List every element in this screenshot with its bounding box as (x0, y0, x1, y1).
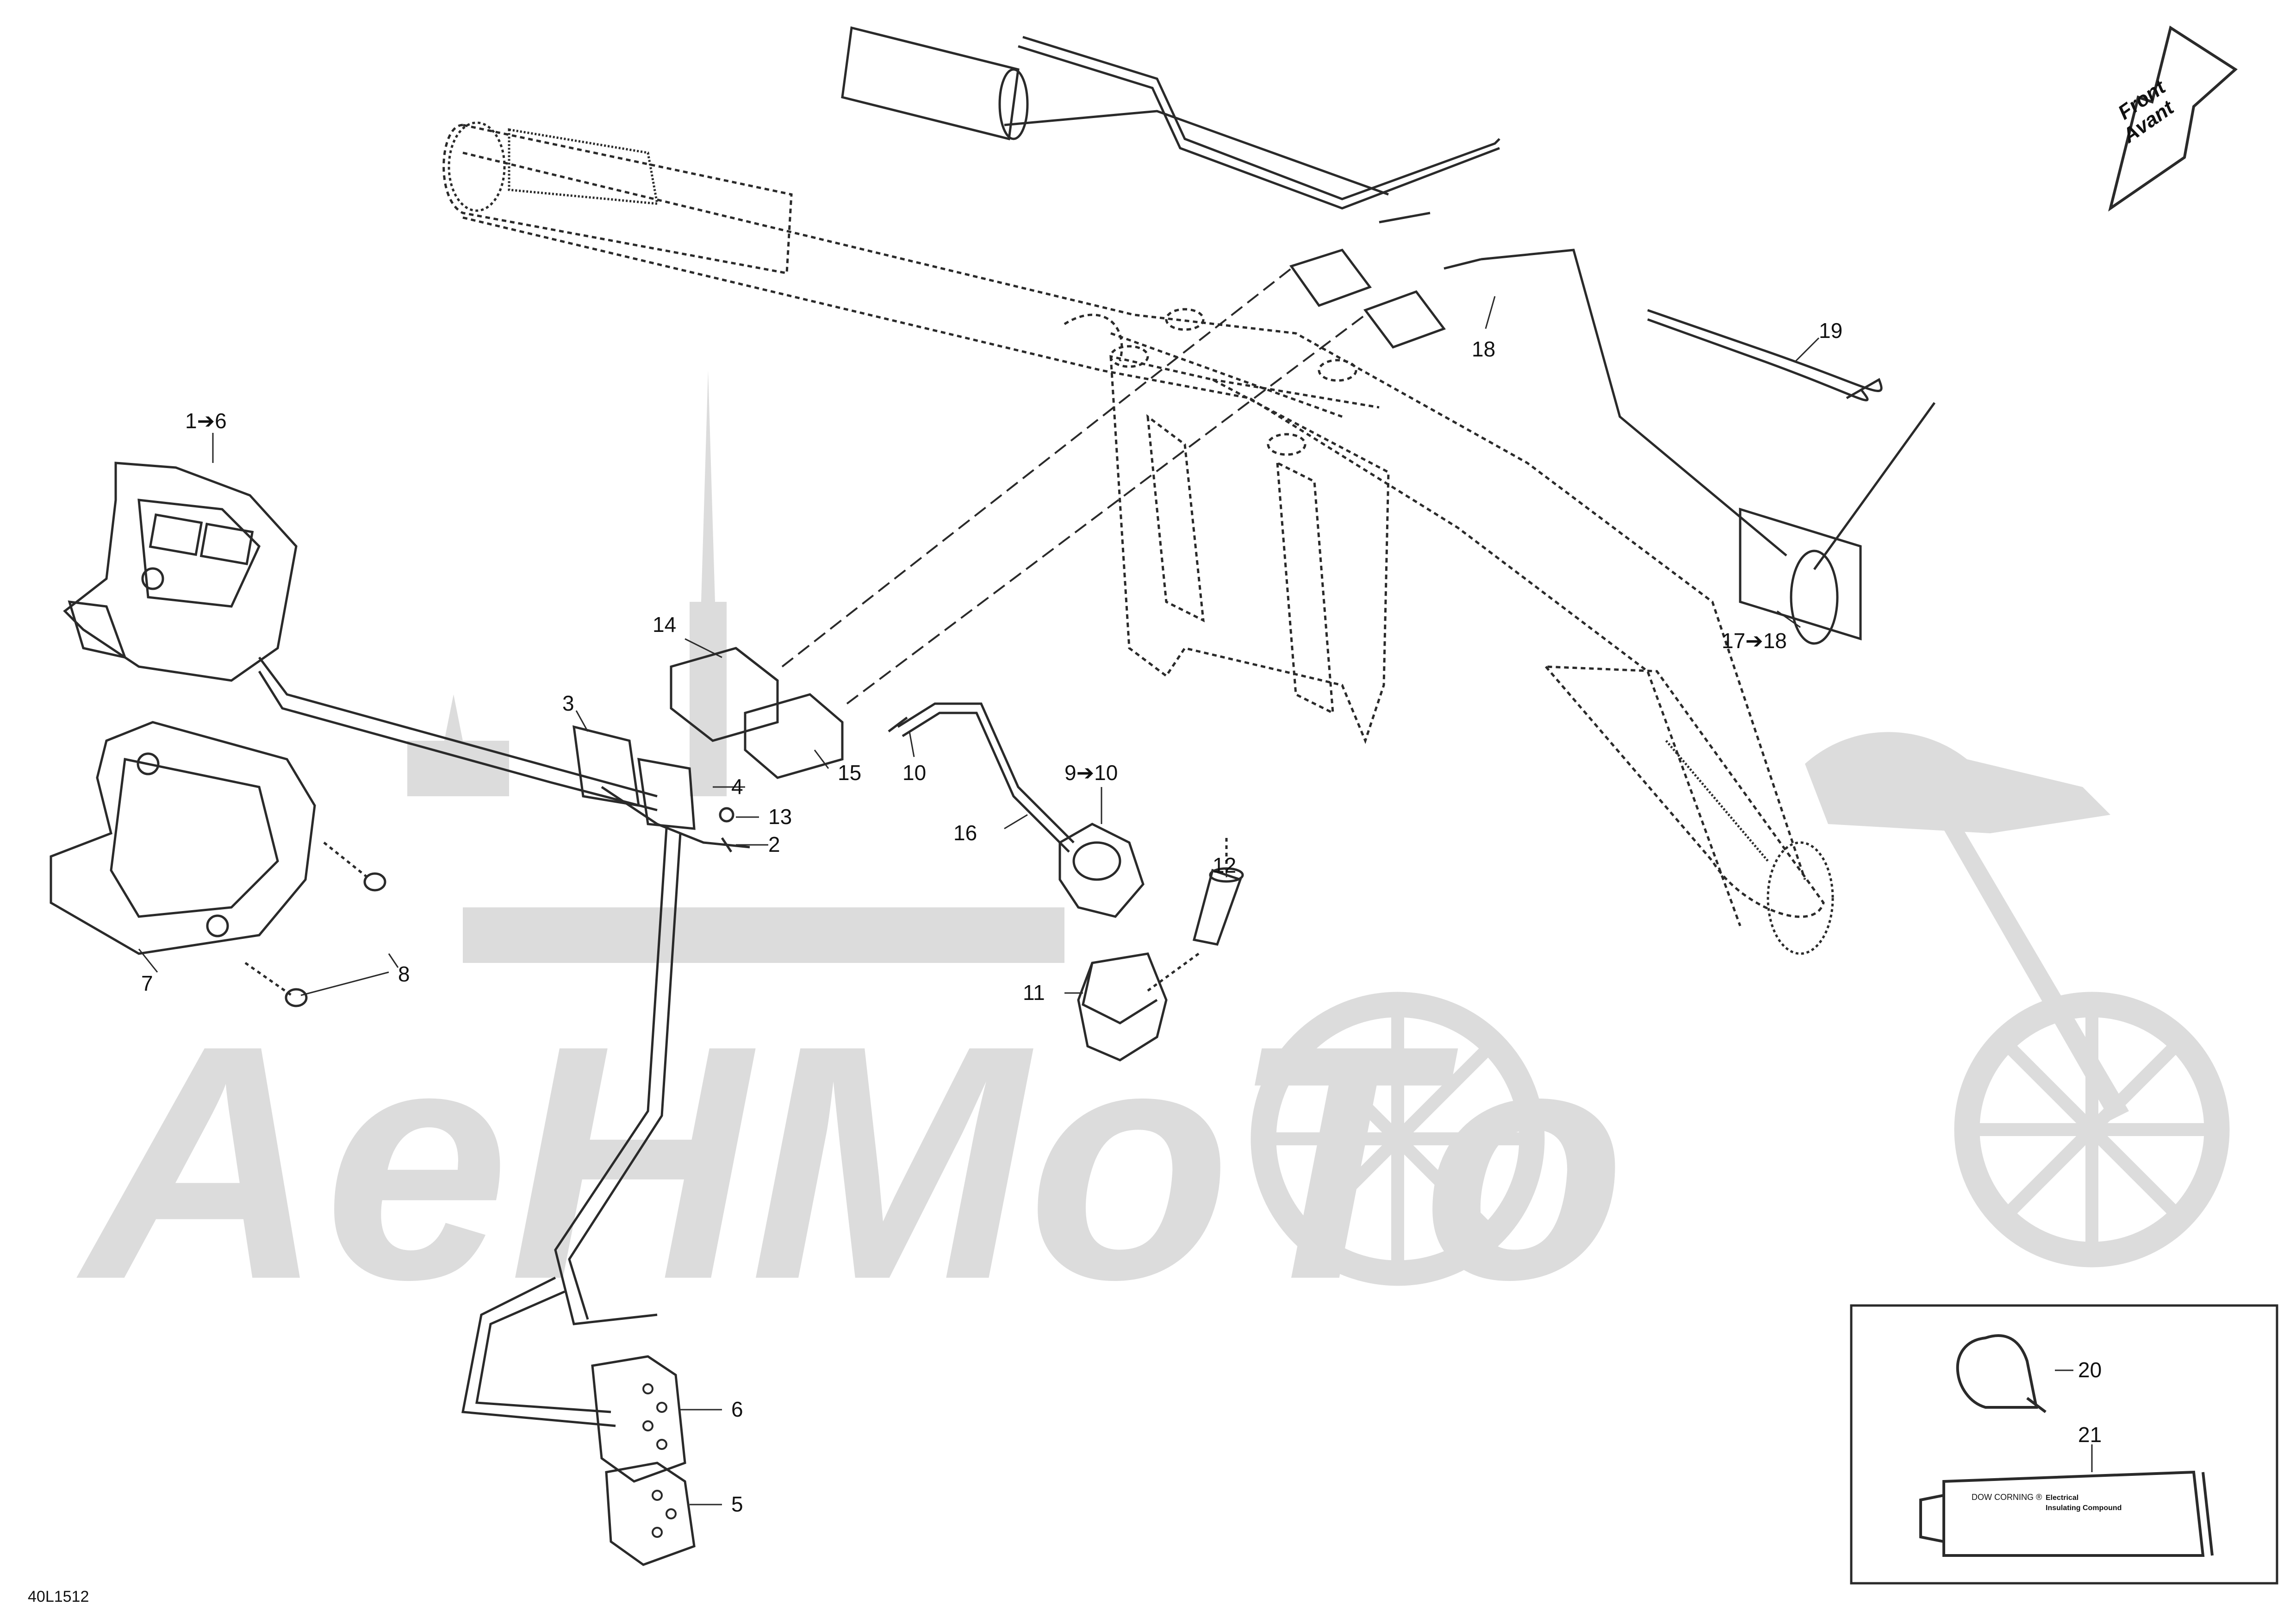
drawing-reference: 40L1512 (28, 1588, 89, 1605)
callout-13: 13 (768, 805, 792, 829)
cable-tie-20 (1956, 1334, 2047, 1413)
switch-9-10 (888, 702, 1145, 918)
callout-3: 3 (562, 691, 574, 715)
pin-12 (1147, 838, 1244, 992)
handlebar (462, 151, 1806, 926)
callout-7: 7 (141, 971, 153, 995)
inset-box: DOW CORNING ® Electrical Insulating Comp… (1850, 1304, 2278, 1585)
grease-tube-21 (1919, 1470, 2214, 1557)
left-grip (442, 121, 793, 275)
cap-11 (1077, 952, 1168, 1062)
callout-21: 21 (2078, 1423, 2102, 1447)
connectors-14-15 (670, 268, 1366, 779)
callout-10: 10 (902, 761, 926, 785)
callout-18: 18 (1472, 337, 1495, 361)
heated-element-right (1481, 249, 1936, 645)
callout-11: 11 (1023, 981, 1045, 1005)
callout-1-6: 1➔6 (185, 409, 227, 433)
front-arrow: Front Avant (2108, 25, 2238, 212)
back-cover (50, 721, 316, 955)
handlebar-riser (1109, 308, 1390, 744)
wiring-harness (258, 656, 750, 1427)
tube-line1: Electrical (2046, 1494, 2078, 1502)
callout-17-18: 17➔18 (1722, 629, 1787, 653)
leader-lines (138, 296, 1820, 1505)
callout-8: 8 (398, 962, 410, 986)
connector-3-4 (572, 725, 734, 853)
connectors-top (1289, 212, 1481, 349)
callout-20: 20 (2078, 1358, 2102, 1382)
callout-9-10: 9➔10 (1064, 761, 1118, 785)
screws (244, 842, 386, 1007)
watermark-wheels (1251, 992, 2230, 1286)
callout-15: 15 (838, 761, 861, 785)
callout-4: 4 (731, 775, 743, 799)
callout-6: 6 (731, 1397, 743, 1421)
callout-2: 2 (768, 832, 780, 856)
watermark-text: AeHMoTo (73, 976, 1626, 1349)
callout-19: 19 (1819, 319, 1842, 343)
switch-housing (63, 462, 298, 682)
callout-16: 16 (953, 821, 977, 845)
callout-12: 12 (1213, 853, 1236, 877)
connectors-5-6 (591, 1355, 696, 1566)
right-grip (1543, 665, 1834, 955)
tube-line2: Insulating Compound (2046, 1504, 2122, 1512)
callout-5: 5 (731, 1492, 743, 1516)
watermark (407, 370, 2129, 1120)
tube-brand: DOW CORNING ® (1972, 1493, 2042, 1502)
callout-14: 14 (653, 612, 676, 637)
heated-grip-element-top (841, 26, 1500, 210)
callout-labels: 1➔6 3 4 13 2 7 8 6 5 14 15 10 16 9➔10 12… (141, 319, 2102, 1516)
